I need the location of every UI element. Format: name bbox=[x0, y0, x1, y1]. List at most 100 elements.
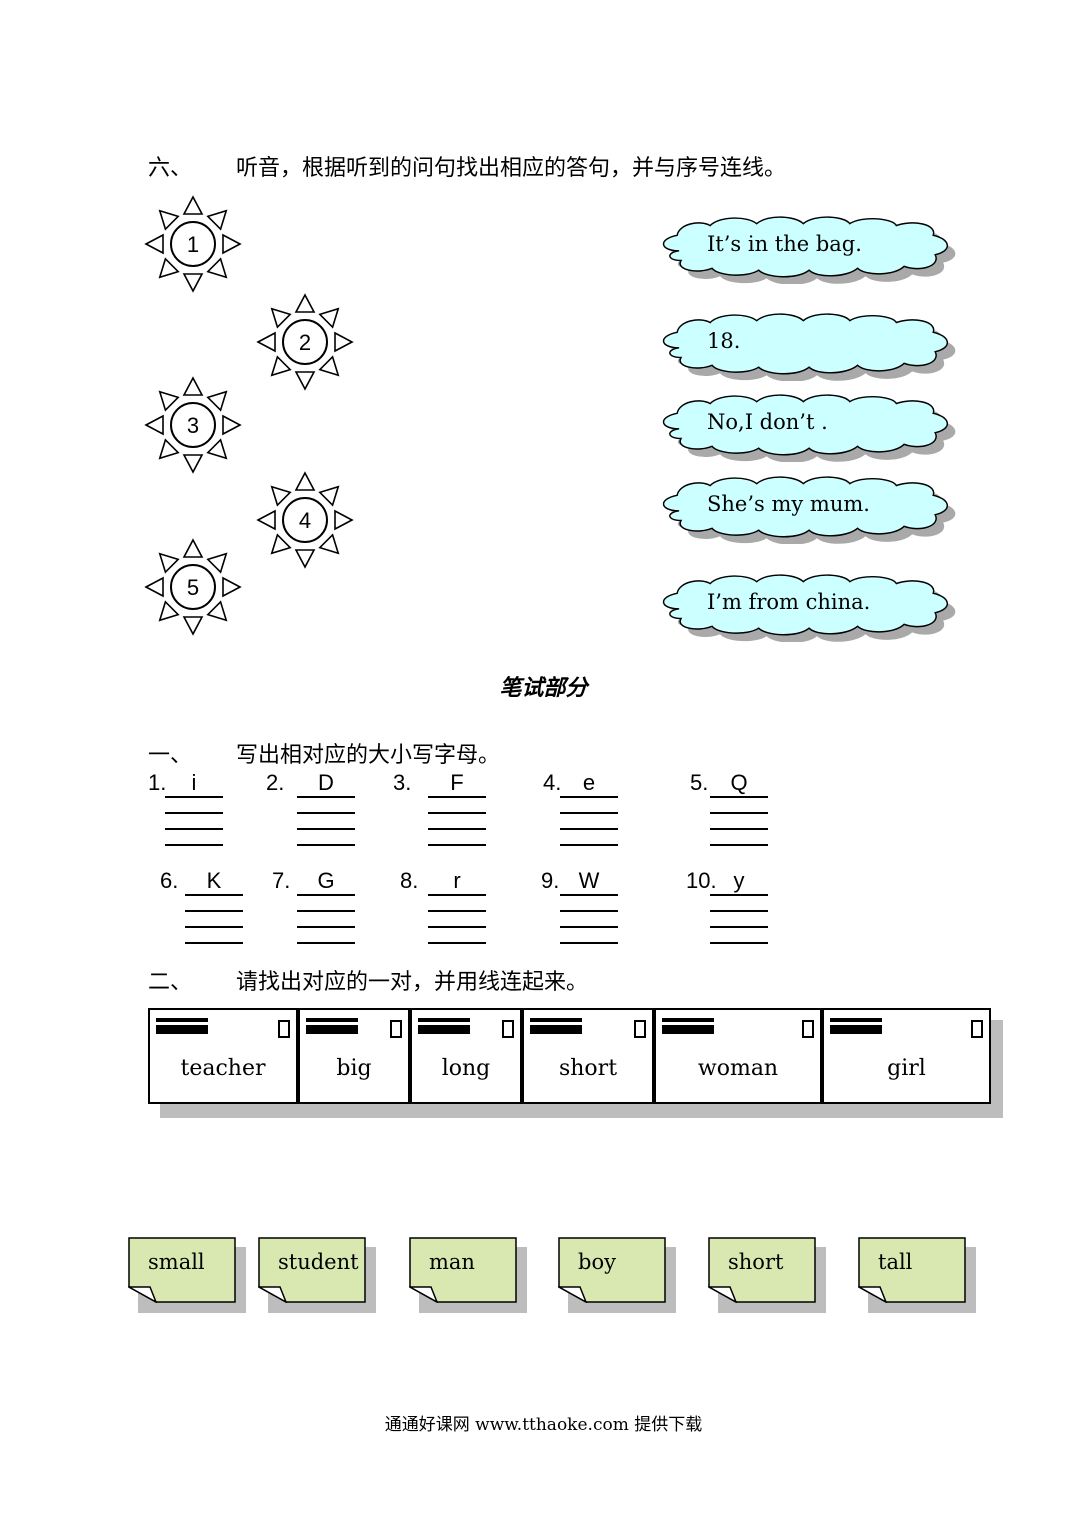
sun-ray bbox=[294, 371, 316, 391]
writing-lines[interactable] bbox=[560, 894, 618, 958]
card-checkbox-icon bbox=[634, 1020, 646, 1038]
given-letter: e bbox=[582, 770, 596, 795]
word-note-bottom[interactable] bbox=[258, 1237, 366, 1303]
sun-ray bbox=[256, 331, 276, 353]
sun-ray bbox=[158, 257, 180, 279]
note-body bbox=[858, 1237, 966, 1303]
sun-disc bbox=[282, 497, 328, 543]
writing-line bbox=[428, 894, 486, 896]
word-note-bottom[interactable] bbox=[858, 1237, 966, 1303]
writing-line bbox=[297, 942, 355, 944]
letter-number: 7. bbox=[272, 868, 291, 893]
word-note-bottom[interactable] bbox=[128, 1237, 236, 1303]
sun-number: 5 bbox=[187, 575, 199, 600]
note-word: man bbox=[429, 1250, 475, 1274]
word-card-top[interactable]: girl bbox=[822, 1008, 991, 1104]
sun-disc bbox=[170, 221, 216, 267]
card-checkbox-icon bbox=[390, 1020, 402, 1038]
word-note-bottom[interactable] bbox=[409, 1237, 517, 1303]
given-letter: r bbox=[453, 868, 461, 893]
sun-ray bbox=[158, 438, 180, 460]
sun-ray bbox=[182, 538, 204, 558]
card-title-bar bbox=[306, 1018, 358, 1034]
sun-ray bbox=[294, 471, 316, 491]
note-word: tall bbox=[878, 1250, 913, 1274]
letter-number: 3. bbox=[393, 770, 412, 795]
writing-line bbox=[710, 926, 768, 928]
cloud-shape bbox=[662, 394, 949, 456]
word-card-top[interactable]: woman bbox=[654, 1008, 822, 1104]
card-word: big bbox=[336, 1056, 372, 1081]
word-note-bottom[interactable] bbox=[558, 1237, 666, 1303]
writing-line bbox=[165, 828, 223, 830]
part1-instruction: 写出相对应的大小写字母。 bbox=[236, 743, 501, 768]
writing-lines[interactable] bbox=[297, 796, 355, 860]
letter-number: 10. bbox=[686, 868, 717, 893]
answer-text-3: No,I don’t . bbox=[707, 410, 828, 434]
sun-ray bbox=[182, 273, 204, 293]
note-word: short bbox=[728, 1250, 784, 1274]
word-card-top[interactable]: big bbox=[298, 1008, 410, 1104]
letter-number: 1. bbox=[148, 770, 167, 795]
writing-line bbox=[297, 926, 355, 928]
writing-lines[interactable] bbox=[560, 796, 618, 860]
card-word: teacher bbox=[180, 1056, 266, 1081]
sun-ray bbox=[144, 576, 164, 598]
writing-line bbox=[428, 942, 486, 944]
answer-text-1: It’s in the bag. bbox=[707, 232, 862, 256]
card-word: girl bbox=[887, 1056, 926, 1081]
writing-line bbox=[428, 926, 486, 928]
note-word: small bbox=[148, 1250, 205, 1274]
writing-line bbox=[428, 910, 486, 912]
writing-lines[interactable] bbox=[165, 796, 223, 860]
sun-ray bbox=[182, 376, 204, 396]
writing-lines[interactable] bbox=[710, 894, 768, 958]
note-fold bbox=[558, 1286, 588, 1303]
sun-ray bbox=[158, 209, 180, 231]
sun-number: 4 bbox=[299, 508, 311, 533]
sun-ray bbox=[206, 209, 228, 231]
answer-text-2: 18. bbox=[707, 329, 741, 353]
card-checkbox-icon bbox=[802, 1020, 814, 1038]
writing-lines[interactable] bbox=[428, 796, 486, 860]
part2-heading: 二、请找出对应的一对，并用线连起来。 bbox=[148, 964, 588, 996]
answer-cloud-2 bbox=[662, 313, 956, 381]
writing-line bbox=[560, 796, 618, 798]
writing-line bbox=[297, 828, 355, 830]
given-letter: G bbox=[317, 868, 335, 893]
writing-lines[interactable] bbox=[710, 796, 768, 860]
sun-ray bbox=[334, 509, 354, 531]
writing-line bbox=[710, 910, 768, 912]
answer-cloud-5 bbox=[662, 574, 956, 642]
sun-ray bbox=[144, 414, 164, 436]
letter-number: 4. bbox=[543, 770, 562, 795]
part2-number: 二、 bbox=[148, 970, 193, 995]
section6-number: 六、 bbox=[148, 156, 193, 181]
writing-line bbox=[165, 844, 223, 846]
word-card-top[interactable]: short bbox=[522, 1008, 654, 1104]
sun-ray bbox=[158, 552, 180, 574]
card-word: long bbox=[441, 1056, 491, 1081]
note-fold bbox=[258, 1286, 288, 1303]
sun-ray bbox=[206, 552, 228, 574]
word-card-top[interactable]: long bbox=[410, 1008, 522, 1104]
writing-lines[interactable] bbox=[185, 894, 243, 958]
sun-ray bbox=[222, 233, 242, 255]
answer-cloud-4 bbox=[662, 476, 956, 544]
word-card-top[interactable]: teacher bbox=[148, 1008, 298, 1104]
writing-line bbox=[560, 926, 618, 928]
card-title-bar bbox=[830, 1018, 882, 1034]
writing-lines[interactable] bbox=[428, 894, 486, 958]
writing-line bbox=[428, 828, 486, 830]
sun-disc bbox=[170, 564, 216, 610]
sun-ray bbox=[270, 533, 292, 555]
sun-ray bbox=[294, 549, 316, 569]
writing-lines[interactable] bbox=[297, 894, 355, 958]
writing-line bbox=[560, 910, 618, 912]
word-note-bottom[interactable] bbox=[708, 1237, 816, 1303]
letter-number: 5. bbox=[690, 770, 709, 795]
writing-line bbox=[710, 844, 768, 846]
footer: 通通好课网 www.tthaoke.com 提供下载 bbox=[384, 1415, 703, 1435]
writing-line bbox=[710, 894, 768, 896]
writing-line bbox=[297, 894, 355, 896]
